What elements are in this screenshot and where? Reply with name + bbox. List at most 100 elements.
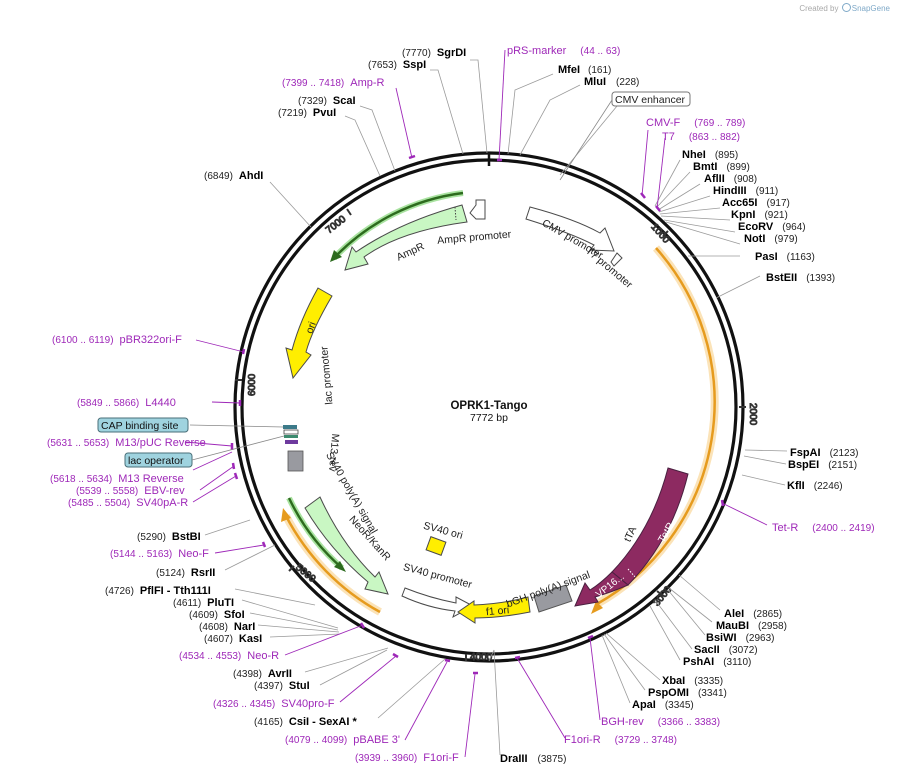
- watermark-brand: SnapGene: [851, 4, 890, 13]
- primer-labels: pRS-marker(44 .. 63) (7399 .. 7418)Amp-R…: [47, 45, 875, 764]
- enzyme-pshai: PshAI(3110): [683, 656, 751, 668]
- enzyme-leaders: [204, 59, 788, 756]
- bgh-polya-mark: [533, 584, 573, 613]
- vp16-arrow: [574, 571, 629, 607]
- ampr-promoter-arrow: [469, 199, 486, 220]
- enzyme-nhei: NheI(895): [682, 149, 738, 161]
- plasmid-size: 7772 bp: [470, 412, 508, 424]
- enzyme-draiii: DraIII(3875): [500, 753, 566, 765]
- cap-site-mark: [283, 425, 297, 429]
- tick-label-7000: 7000: [324, 214, 349, 237]
- neor-line-head: [334, 561, 346, 572]
- enzyme-bstbi: (5290)BstBI: [137, 531, 201, 543]
- tick-label-3000: 3000: [651, 584, 674, 608]
- tick-label-4000: 4000: [470, 652, 493, 663]
- ampr-dotted: [454, 206, 457, 221]
- primer-markers: [230, 154, 725, 675]
- ori-label: ori: [304, 320, 319, 335]
- tick-label-6000: 6000: [247, 373, 258, 396]
- enzyme-kfli: KflI(2246): [787, 480, 843, 492]
- snapgene-logo-icon: [841, 3, 851, 12]
- enzyme-bsteii: BstEII(1393): [766, 272, 835, 284]
- enzyme-noti: NotI(979): [744, 233, 798, 245]
- sv40-ori-label: SV40 ori: [422, 520, 464, 542]
- enzyme-kpni: KpnI(921): [731, 209, 788, 221]
- f1-ori-label: f1 ori: [485, 604, 509, 618]
- enzyme-bmti: BmtI(899): [693, 161, 750, 173]
- orange-arc-left: [284, 515, 381, 614]
- enzyme-maubi: MauBI(2958): [716, 620, 787, 632]
- primer-ebv-rev: (5539 .. 5558)EBV-rev: [76, 485, 185, 497]
- t7-promoter-label: T7 promoter: [583, 245, 635, 291]
- primer-cmv-f: CMV-F(769 .. 789): [646, 117, 745, 129]
- primer-sv40pa-r: (5485 .. 5504)SV40pA-R: [68, 497, 188, 509]
- enzyme-sspi: (7653)SspI: [368, 59, 426, 71]
- enzyme-aflii: AflII(908): [704, 173, 757, 185]
- f1-ori-arrow: [457, 596, 531, 624]
- cmv-enhancer-label: CMV enhancer: [615, 94, 686, 106]
- cap-site-label: CAP binding site: [101, 420, 179, 432]
- ampr-line: [333, 191, 464, 259]
- enzyme-acc65i: Acc65I(917): [722, 197, 790, 209]
- ampr-promoter-label: AmpR promoter: [437, 228, 512, 246]
- primer-leaders: [184, 49, 768, 758]
- enzyme-nari: (4608)NarI: [199, 621, 255, 633]
- tta-dotted: [627, 568, 637, 579]
- m13-rev-label: M13 rev: [326, 433, 341, 473]
- primer-amp-r: (7399 .. 7418)Amp-R: [282, 77, 385, 89]
- primer-neo-f: (5144 .. 5163)Neo-F: [110, 548, 209, 560]
- lac-operator-label: lac operator: [128, 455, 184, 467]
- sv40-polya-left-mark: [287, 450, 304, 472]
- enzyme-bspei: BspEI(2151): [788, 459, 857, 471]
- enzyme-scai: (7329)ScaI: [298, 95, 356, 107]
- ori-arrow: [285, 287, 333, 380]
- enzyme-pvui: (7219)PvuI: [278, 107, 336, 119]
- enzyme-csii: (4165)CsiI - SexAI *: [254, 716, 357, 728]
- enzyme-xbai: XbaI(3335): [662, 675, 723, 687]
- enzyme-pasi: PasI(1163): [755, 251, 815, 263]
- orange-arc-right-head: [591, 601, 603, 614]
- enzyme-mlui: MluI(228): [584, 76, 639, 88]
- enzyme-apai: ApaI(3345): [632, 699, 694, 711]
- tta-label: tTA: [622, 525, 639, 544]
- cmv-promoter-arrow: [525, 206, 615, 252]
- primer-f1ori-f: (3939 .. 3960)F1ori-F: [355, 752, 459, 764]
- primer-sv40pro-f: (4326 .. 4345)SV40pro-F: [213, 698, 335, 710]
- ampr-line-head: [330, 250, 342, 262]
- t7-promoter-arrow: [610, 252, 623, 267]
- primer-neo-r: (4534 .. 4553)Neo-R: [179, 650, 279, 662]
- lac-promoter-label: lac promoter: [318, 345, 335, 405]
- enzyme-alei: AleI(2865): [724, 608, 782, 620]
- enzyme-ahdi: (6849)AhdI: [204, 170, 263, 182]
- watermark-text: Created by: [799, 4, 839, 13]
- primer-m13-puc-reverse: (5631 .. 5653)M13/pUC Reverse: [47, 437, 206, 449]
- plasmid-name: OPRK1-Tango: [450, 400, 527, 412]
- boxed-labels: CMV enhancer CAP binding site lac operat…: [97, 91, 691, 468]
- enzyme-sgrdi: (7770)SgrDI: [402, 47, 466, 59]
- neor-arrow: [304, 496, 389, 595]
- primer-t7: T7(863 .. 882): [662, 131, 740, 143]
- primer-tet-r: Tet-R(2400 .. 2419): [772, 522, 875, 534]
- sv40-promoter-label: SV40 promoter: [402, 561, 474, 591]
- tick-label-2000: 2000: [747, 403, 758, 426]
- enzyme-pluti: (4611)PluTI: [173, 597, 234, 609]
- orange-arc-right: [596, 247, 716, 606]
- enzyme-pflfi: (4726)PflFI - Tth111I: [105, 585, 211, 597]
- primer-m13-reverse: (5618 .. 5634)M13 Reverse: [50, 473, 184, 485]
- enzyme-sfoi: (4609)SfoI: [189, 609, 245, 621]
- ampr-label: AmpR: [395, 240, 427, 263]
- primer-f1ori-r: F1ori-R(3729 .. 3748): [564, 734, 677, 746]
- enzyme-sacii: SacII(3072): [694, 644, 758, 656]
- enzyme-hindiii: HindIII(911): [713, 185, 778, 197]
- enzyme-fspai: FspAI(2123): [790, 447, 858, 459]
- enzyme-stui: (4397)StuI: [254, 680, 310, 692]
- enzyme-mfei: MfeI(161): [558, 64, 611, 76]
- enzyme-labels: (7770)SgrDI (7653)SspI MfeI(161) MluI(22…: [105, 47, 858, 765]
- primer-bgh-rev: BGH-rev(3366 .. 3383): [601, 716, 720, 728]
- lac-promoter-mark: [283, 429, 299, 435]
- orange-arc-left-head: [281, 508, 291, 522]
- m13-rev-mark: [285, 440, 298, 444]
- primer-pbr322ori-f: (6100 .. 6119)pBR322ori-F: [52, 334, 182, 346]
- snapgene-watermark: Created by SnapGene: [799, 3, 890, 13]
